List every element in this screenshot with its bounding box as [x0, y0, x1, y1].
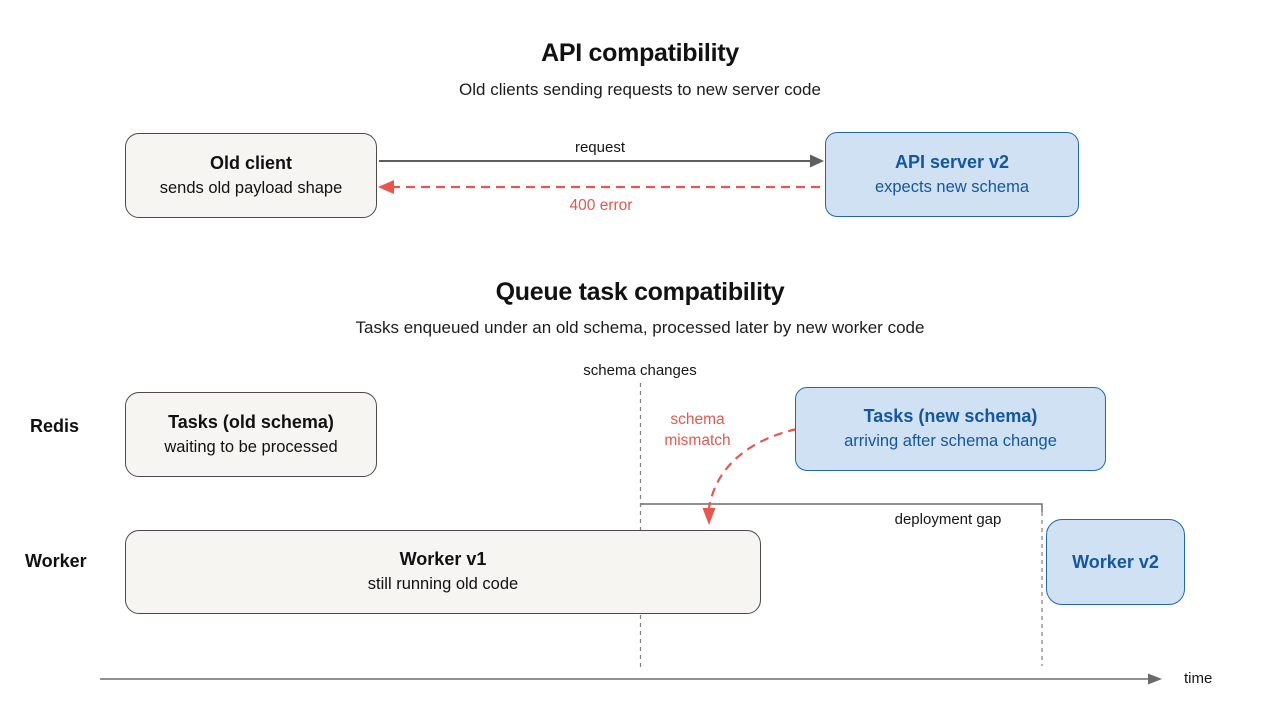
- queue-section-subtitle: Tasks enqueued under an old schema, proc…: [355, 318, 925, 337]
- tasks-old-subtitle: waiting to be processed: [164, 437, 338, 456]
- old-client-subtitle: sends old payload shape: [159, 178, 343, 197]
- worker-row-label: Worker: [25, 551, 87, 571]
- worker-v2-title: Worker v2: [1072, 551, 1159, 572]
- tasks-old-title: Tasks (old schema): [168, 411, 334, 432]
- request-arrow-label: request: [574, 139, 626, 156]
- worker-v1-node: Worker v1 still running old code: [125, 530, 761, 614]
- tasks-new-title: Tasks (new schema): [863, 406, 1038, 426]
- redis-row-label: Redis: [30, 416, 80, 436]
- schema-mismatch-label: schema mismatch: [664, 411, 731, 449]
- queue-section-title: Queue task compatibility: [495, 278, 785, 306]
- timeline-axis: [100, 673, 1162, 685]
- tasks-old-node: Tasks (old schema) waiting to be process…: [125, 392, 377, 477]
- tasks-new-subtitle: arriving after schema change: [844, 432, 1057, 450]
- api-server-subtitle: expects new schema: [874, 177, 1030, 196]
- worker-v1-title: Worker v1: [399, 549, 487, 569]
- tasks-new-node: Tasks (new schema) arriving after schema…: [795, 387, 1106, 471]
- error-arrow: [378, 180, 820, 194]
- deployment-gap-label: deployment gap: [894, 511, 1002, 528]
- api-server-node: API server v2 expects new schema: [825, 132, 1079, 217]
- old-client-node: Old client sends old payload shape: [125, 133, 377, 218]
- api-server-title: API server v2: [894, 151, 1010, 172]
- worker-v2-node: Worker v2: [1046, 519, 1185, 605]
- time-axis-label: time: [1184, 670, 1213, 687]
- error-arrow-label: 400 error: [569, 197, 633, 214]
- api-section-title: API compatibility: [541, 39, 739, 67]
- request-arrow: [379, 154, 824, 168]
- api-section-subtitle: Old clients sending requests to new serv…: [459, 80, 821, 99]
- schema-changes-label: schema changes: [583, 362, 697, 379]
- worker-v1-subtitle: still running old code: [367, 575, 519, 593]
- old-client-title: Old client: [209, 152, 292, 173]
